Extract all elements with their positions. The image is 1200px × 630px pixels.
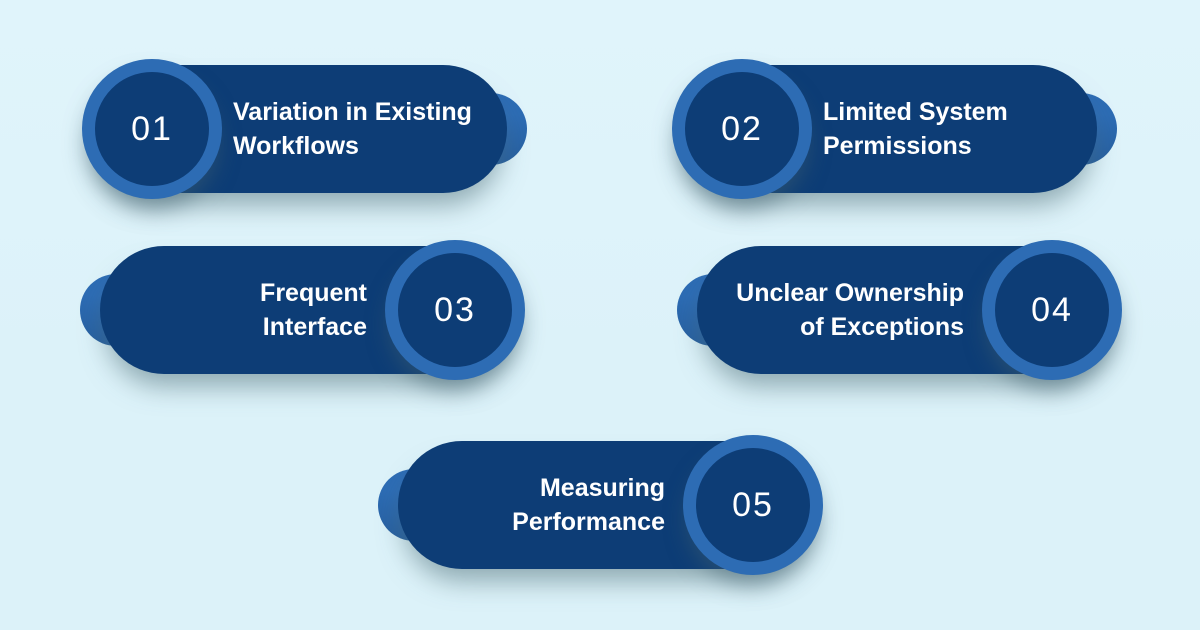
step-label-line2: Permissions [823, 132, 972, 160]
step-item-1: Variation in Existing Workflows 01 [82, 59, 527, 199]
step-item-3: Frequent Interface 03 [80, 240, 525, 380]
step-number: 02 [721, 109, 763, 148]
step-number: 05 [732, 485, 774, 524]
step-label-line2: Workflows [233, 132, 359, 160]
step-label: Variation in Existing Workflows [233, 65, 499, 193]
step-label-line1: Unclear Ownership [736, 279, 964, 307]
step-label-line2: Performance [512, 508, 665, 536]
step-label: Measuring Performance [406, 441, 665, 569]
step-number-badge: 05 [683, 435, 823, 575]
step-number-badge: 02 [672, 59, 812, 199]
step-label: Unclear Ownership of Exceptions [705, 246, 964, 374]
step-label-line1: Frequent [260, 279, 367, 307]
step-number: 01 [131, 109, 173, 148]
step-label: Frequent Interface [108, 246, 367, 374]
step-label-line2: Interface [262, 313, 367, 341]
step-number-badge: 03 [385, 240, 525, 380]
step-item-4: Unclear Ownership of Exceptions 04 [677, 240, 1122, 380]
step-number-badge: 04 [982, 240, 1122, 380]
step-label-line1: Measuring [539, 474, 665, 502]
step-number: 03 [434, 290, 476, 329]
step-item-2: Limited System Permissions 02 [672, 59, 1117, 199]
step-number-badge: 01 [82, 59, 222, 199]
step-number: 04 [1031, 290, 1073, 329]
step-label-line1: Variation in Existing [233, 98, 472, 126]
step-label: Limited System Permissions [823, 65, 1089, 193]
step-label-line1: Limited System [823, 98, 1008, 126]
step-item-5: Measuring Performance 05 [378, 435, 823, 575]
step-label-line2: of Exceptions [800, 313, 964, 341]
